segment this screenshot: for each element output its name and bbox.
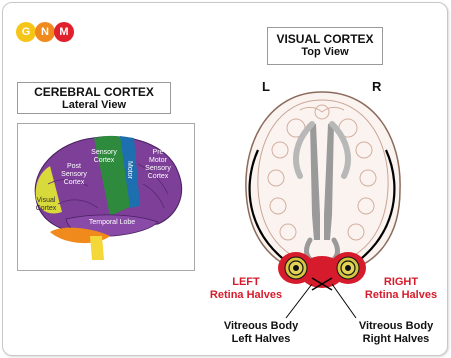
vitreous-left-label-line2: Left Halves [216, 333, 306, 346]
vitreous-right-label-line1: Vitreous Body [348, 320, 444, 333]
right-retina-label: RIGHT Retina Halves [356, 276, 446, 302]
vitreous-left-label: Vitreous Body Left Halves [216, 320, 306, 346]
right-retina-label-line2: Retina Halves [356, 289, 446, 302]
left-retina-label-line2: Retina Halves [206, 289, 286, 302]
left-retina-label: LEFT Retina Halves [206, 276, 286, 302]
left-retina-label-line1: LEFT [206, 276, 286, 289]
right-retina-label-line1: RIGHT [356, 276, 446, 289]
vitreous-right-label: Vitreous Body Right Halves [348, 320, 444, 346]
vitreous-left-label-line1: Vitreous Body [216, 320, 306, 333]
vitreous-right-label-line2: Right Halves [348, 333, 444, 346]
